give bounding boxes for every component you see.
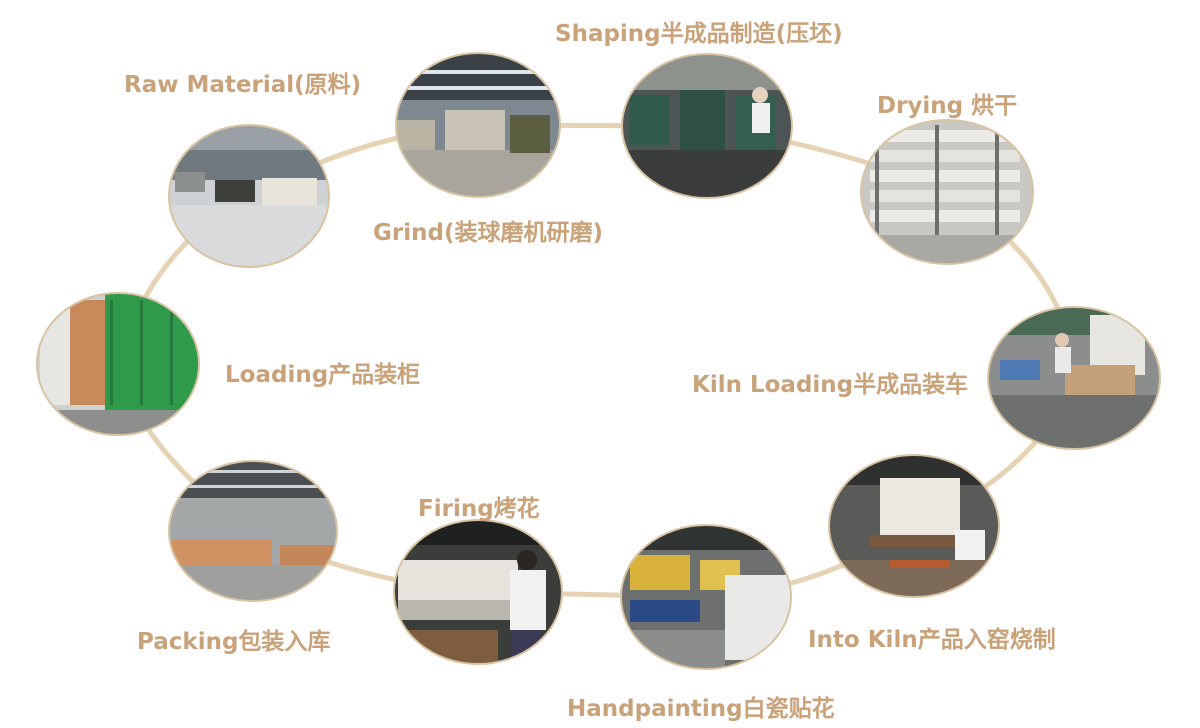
photo-kiln-loading xyxy=(988,307,1160,449)
photo-grind xyxy=(396,53,560,197)
photo-raw-material xyxy=(169,125,329,267)
label-shaping: Shaping半成品制造(压坯) xyxy=(555,21,843,47)
photo-into-kiln xyxy=(829,455,999,597)
label-grind: Grind(装球磨机研磨) xyxy=(373,220,603,246)
label-raw-material: Raw Material(原料) xyxy=(124,72,362,98)
label-loading: Loading产品装柜 xyxy=(225,362,421,388)
label-firing: Firing烤花 xyxy=(418,496,540,522)
label-handpainting: Handpainting白瓷贴花 xyxy=(567,696,835,722)
photo-loading xyxy=(37,293,199,435)
photo-shaping xyxy=(622,54,792,198)
label-into-kiln: Into Kiln产品入窑烧制 xyxy=(808,627,1056,653)
photo-firing xyxy=(394,520,562,664)
photo-handpainting xyxy=(621,525,791,669)
label-kiln-loading: Kiln Loading半成品装车 xyxy=(692,372,969,398)
label-packing: Packing包装入库 xyxy=(137,629,331,655)
photo-drying xyxy=(861,120,1033,264)
label-drying: Drying 烘干 xyxy=(877,93,1018,119)
